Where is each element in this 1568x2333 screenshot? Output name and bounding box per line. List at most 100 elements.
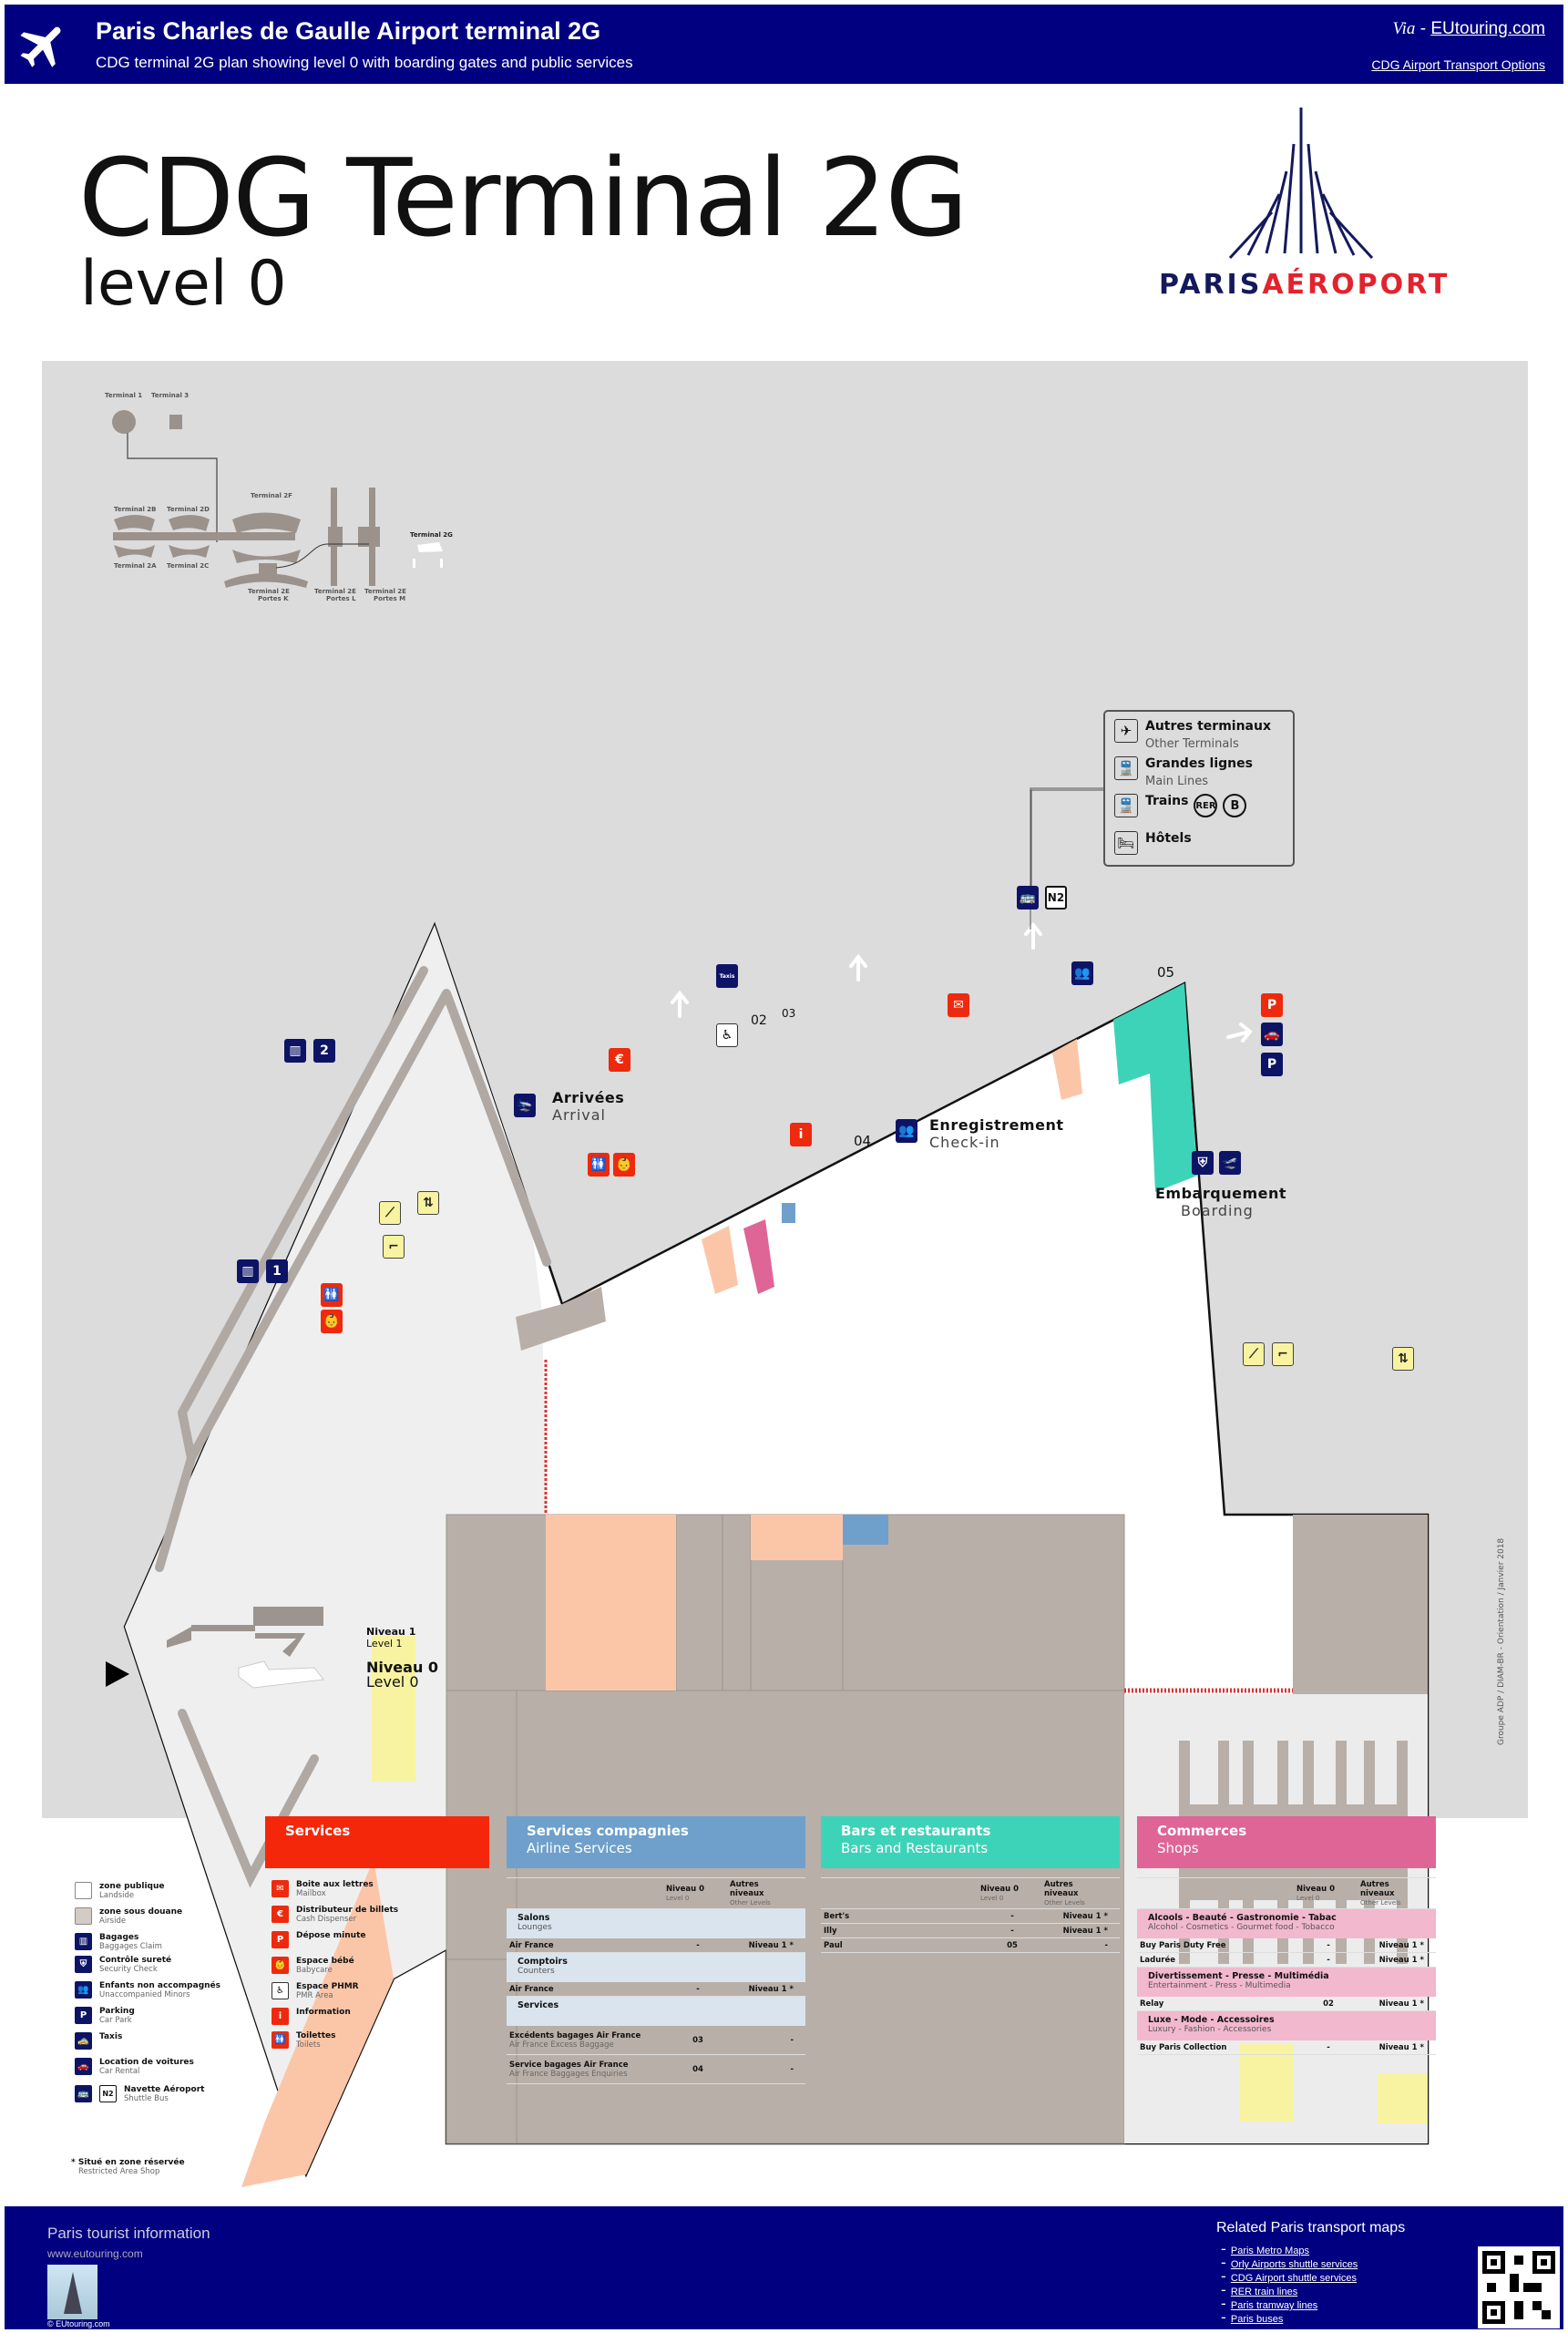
mailbox-icon: ✉ (272, 1880, 289, 1897)
train-icon: 🚆 (1114, 794, 1138, 817)
escalator-icon: ⟋ (1243, 1342, 1265, 1366)
toilets-icon: 🚻 (272, 2031, 289, 2049)
hotel-bed-icon: 🛏 (1114, 831, 1138, 855)
via-sep: - (1415, 19, 1431, 38)
checkin-icon: 👥 (896, 1119, 917, 1143)
table-row: Air France-Niveau 1 * (507, 1982, 805, 1997)
toilets-icon: 🚻 (588, 1153, 610, 1177)
link-buses[interactable]: Paris buses (1230, 2314, 1284, 2325)
drop-off-parking-icon: P (1261, 993, 1283, 1017)
mini-label-2c: Terminal 2C (167, 562, 209, 570)
unaccompanied-minors-icon: 👥 (1071, 961, 1093, 985)
cash-dispenser-icon: € (609, 1048, 630, 1072)
mini-label-2e-l: Terminal 2E (314, 588, 356, 595)
logo-text: PARISAÉROPORT (1159, 269, 1450, 301)
eiffel-tower-icon (63, 2272, 82, 2314)
drop-off-icon: P (272, 1931, 289, 1948)
link-metro[interactable]: Paris Metro Maps (1230, 2246, 1310, 2256)
shuttle-bus-icon: 🚌 (1017, 886, 1039, 910)
mailbox-icon: ✉ (948, 993, 969, 1017)
shuttle-n2-badge: N2 (1045, 886, 1067, 910)
mini-label-portes-k: Portes K (258, 595, 289, 602)
tourist-info-url: www.eutouring.com (47, 2247, 143, 2260)
landside-swatch (75, 1882, 92, 1899)
information-icon: i (272, 2008, 289, 2025)
train-icon: 🚆 (1114, 756, 1138, 780)
mini-label-2b: Terminal 2B (114, 506, 157, 513)
departure-plane-icon: 🛫 (1219, 1151, 1241, 1175)
eiffel-tower-thumbnail[interactable] (47, 2265, 97, 2319)
zone-02-label: 02 (751, 1013, 767, 1028)
elevator-icon: ⇅ (1392, 1347, 1414, 1371)
link-rer[interactable]: RER train lines (1230, 2287, 1298, 2297)
main-lines-en: Main Lines (1145, 775, 1209, 788)
information-icon: i (790, 1123, 812, 1146)
link-tramway[interactable]: Paris tramway lines (1230, 2300, 1318, 2311)
main-lines-label: Grandes lignes (1145, 756, 1253, 771)
eutouring-link[interactable]: EUtouring.com (1430, 19, 1545, 38)
legend-taxis: 🚕Taxis (75, 2032, 122, 2050)
baggage-belt-2-badge: 2 (313, 1039, 335, 1063)
baggage-claim-icon: ▥ (284, 1039, 306, 1063)
mini-label-2g: Terminal 2G (410, 531, 453, 539)
baggage-belt-1-badge: 1 (266, 1259, 288, 1283)
airplane-icon: ✈ (1114, 719, 1138, 743)
escalator-icon: ⟋ (379, 1201, 401, 1225)
mini-label-2d: Terminal 2D (167, 506, 210, 513)
mini-label-t3: Terminal 3 (151, 392, 189, 399)
paris-aeroport-logo (1228, 108, 1374, 260)
link-cdg-shuttle[interactable]: CDG Airport shuttle services (1230, 2273, 1358, 2284)
table-row: Ladurée-Niveau 1 * (1137, 1953, 1436, 1968)
mini-label-2e-m: Terminal 2E (364, 588, 406, 595)
services-header: Services (265, 1816, 489, 1868)
toilets-icon: 🚻 (321, 1283, 343, 1307)
zone-03-label: 03 (782, 1007, 796, 1020)
other-terminals-label: Autres terminaux (1145, 719, 1271, 734)
parking-icon: P (1261, 1053, 1283, 1076)
baggage-claim-icon: ▥ (75, 1933, 92, 1950)
taxi-icon: Taxis (716, 964, 738, 988)
link-orly-shuttle[interactable]: Orly Airports shuttle services (1230, 2259, 1358, 2270)
related-links: - Paris Metro Maps - Orly Airports shutt… (1221, 2240, 1358, 2326)
cash-dispenser-icon: € (272, 1906, 289, 1923)
via-link: Via - EUtouring.com (1392, 19, 1545, 39)
qr-code[interactable] (1478, 2246, 1560, 2328)
header-title: Paris Charles de Gaulle Airport terminal… (96, 17, 601, 45)
car-rental-icon: 🚗 (75, 2058, 92, 2075)
mini-label-2a: Terminal 2A (114, 562, 157, 570)
mini-label-portes-l: Portes L (326, 595, 356, 602)
stairs-icon: ⌐ (1272, 1342, 1294, 1366)
table-row: Illy-Niveau 1 * (821, 1924, 1120, 1938)
transport-options-link[interactable]: CDG Airport Transport Options (1371, 57, 1545, 72)
airside-swatch (75, 1907, 92, 1925)
car-rental-icon: 🚗 (1261, 1023, 1283, 1046)
zone-04-label: 04 (854, 1133, 872, 1149)
parking-icon: P (75, 2007, 92, 2024)
zone-05-label: 05 (1157, 964, 1175, 981)
